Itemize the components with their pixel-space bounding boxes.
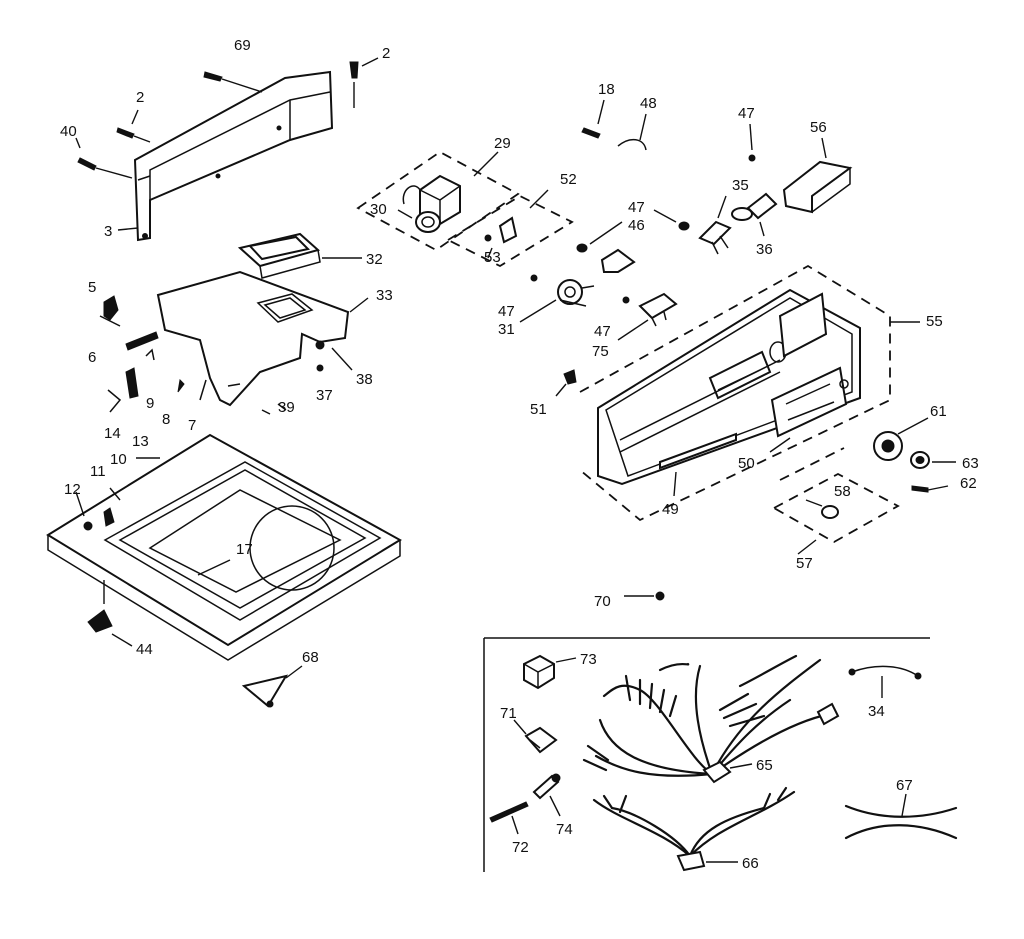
label-72: 72	[512, 839, 529, 856]
part-18-screw	[581, 99, 605, 139]
label-37: 37	[316, 387, 333, 404]
label-12: 12	[64, 481, 81, 498]
label-50: 50	[738, 455, 755, 472]
label-49: 49	[662, 501, 679, 518]
label-3: 3	[104, 223, 112, 240]
label-30: 30	[370, 201, 387, 218]
label-5: 5	[88, 279, 96, 296]
label-71: 71	[500, 705, 517, 722]
label-17: 17	[236, 541, 253, 558]
label-38: 38	[356, 371, 373, 388]
part-46-bracket	[576, 221, 636, 273]
part-36-knob	[746, 192, 778, 237]
part-44-hinge	[87, 580, 133, 647]
screw-2-left	[116, 109, 151, 143]
part-56-plate	[782, 137, 853, 214]
part-73-connector	[523, 654, 577, 690]
part-50-leader	[769, 437, 791, 453]
label-6: 6	[88, 349, 96, 366]
label-13: 13	[132, 433, 149, 450]
label-57: 57	[796, 555, 813, 572]
label-35: 35	[732, 177, 749, 194]
small-parts-cluster	[99, 295, 324, 415]
screw-2-top	[349, 57, 379, 108]
label-2-left: 2	[136, 89, 144, 106]
label-53: 53	[484, 249, 501, 266]
part-51-screw	[555, 369, 577, 397]
part-66-harness	[592, 786, 796, 872]
label-66: 66	[742, 855, 759, 872]
label-11: 11	[90, 463, 106, 480]
part-62-screw	[911, 485, 949, 493]
label-44: 44	[136, 641, 153, 658]
part-74-terminal	[532, 773, 561, 817]
part-49-label	[659, 432, 737, 497]
label-29: 29	[494, 135, 511, 152]
label-73: 73	[580, 651, 597, 668]
part-72-rod	[489, 801, 529, 835]
part-68-tool	[241, 665, 303, 708]
label-9: 9	[146, 395, 154, 412]
part-32-bracket	[237, 232, 362, 279]
label-69: 69	[234, 37, 251, 54]
label-52: 52	[560, 171, 577, 188]
label-46: 46	[628, 217, 645, 234]
part-67-wire	[844, 793, 958, 840]
label-47-d: 47	[594, 323, 611, 340]
wiring-box	[483, 637, 930, 872]
label-65: 65	[756, 757, 773, 774]
label-36: 36	[756, 241, 773, 258]
part-71-connector	[513, 719, 558, 754]
label-51: 51	[530, 401, 547, 418]
part-52-group	[446, 189, 574, 268]
screw-40	[75, 137, 133, 179]
part-34-wire	[848, 665, 922, 698]
label-33: 33	[376, 287, 393, 304]
label-48: 48	[640, 95, 657, 112]
label-2-top: 2	[382, 45, 390, 62]
part-70-screw	[624, 591, 665, 601]
part-35-switch	[653, 195, 753, 255]
label-75: 75	[592, 343, 609, 360]
part-29-group	[356, 150, 520, 252]
label-67: 67	[896, 777, 913, 794]
part-48-wire	[617, 113, 647, 151]
part-63-cap	[910, 451, 956, 469]
label-40: 40	[60, 123, 77, 140]
label-39: 39	[278, 399, 295, 416]
label-18: 18	[598, 81, 615, 98]
label-10: 10	[110, 451, 127, 468]
part-61-knob	[873, 417, 929, 461]
label-14: 14	[104, 425, 121, 442]
label-62: 62	[960, 475, 977, 492]
part-47-top	[748, 123, 756, 162]
label-61: 61	[930, 403, 947, 420]
label-55: 55	[926, 313, 943, 330]
label-47-b: 47	[628, 199, 645, 216]
label-31: 31	[498, 321, 515, 338]
label-58: 58	[834, 483, 851, 500]
label-8: 8	[162, 411, 170, 428]
part-75-switch	[617, 292, 678, 341]
part-31-valve	[519, 274, 595, 323]
console-back-panel	[133, 70, 334, 242]
part-33-cover-plate	[156, 270, 369, 407]
label-47-top: 47	[738, 105, 755, 122]
label-34: 34	[868, 703, 885, 720]
screw-69	[203, 71, 263, 93]
part-57-panel	[772, 447, 900, 555]
label-70: 70	[594, 593, 611, 610]
label-74: 74	[556, 821, 573, 838]
label-68: 68	[302, 649, 319, 666]
part-11-washer-top	[46, 433, 402, 661]
label-32: 32	[366, 251, 383, 268]
label-47-c: 47	[498, 303, 515, 320]
label-7: 7	[188, 417, 196, 434]
label-63: 63	[962, 455, 979, 472]
part-65-harness	[582, 654, 840, 784]
part-55-console	[579, 264, 920, 522]
label-56: 56	[810, 119, 827, 136]
